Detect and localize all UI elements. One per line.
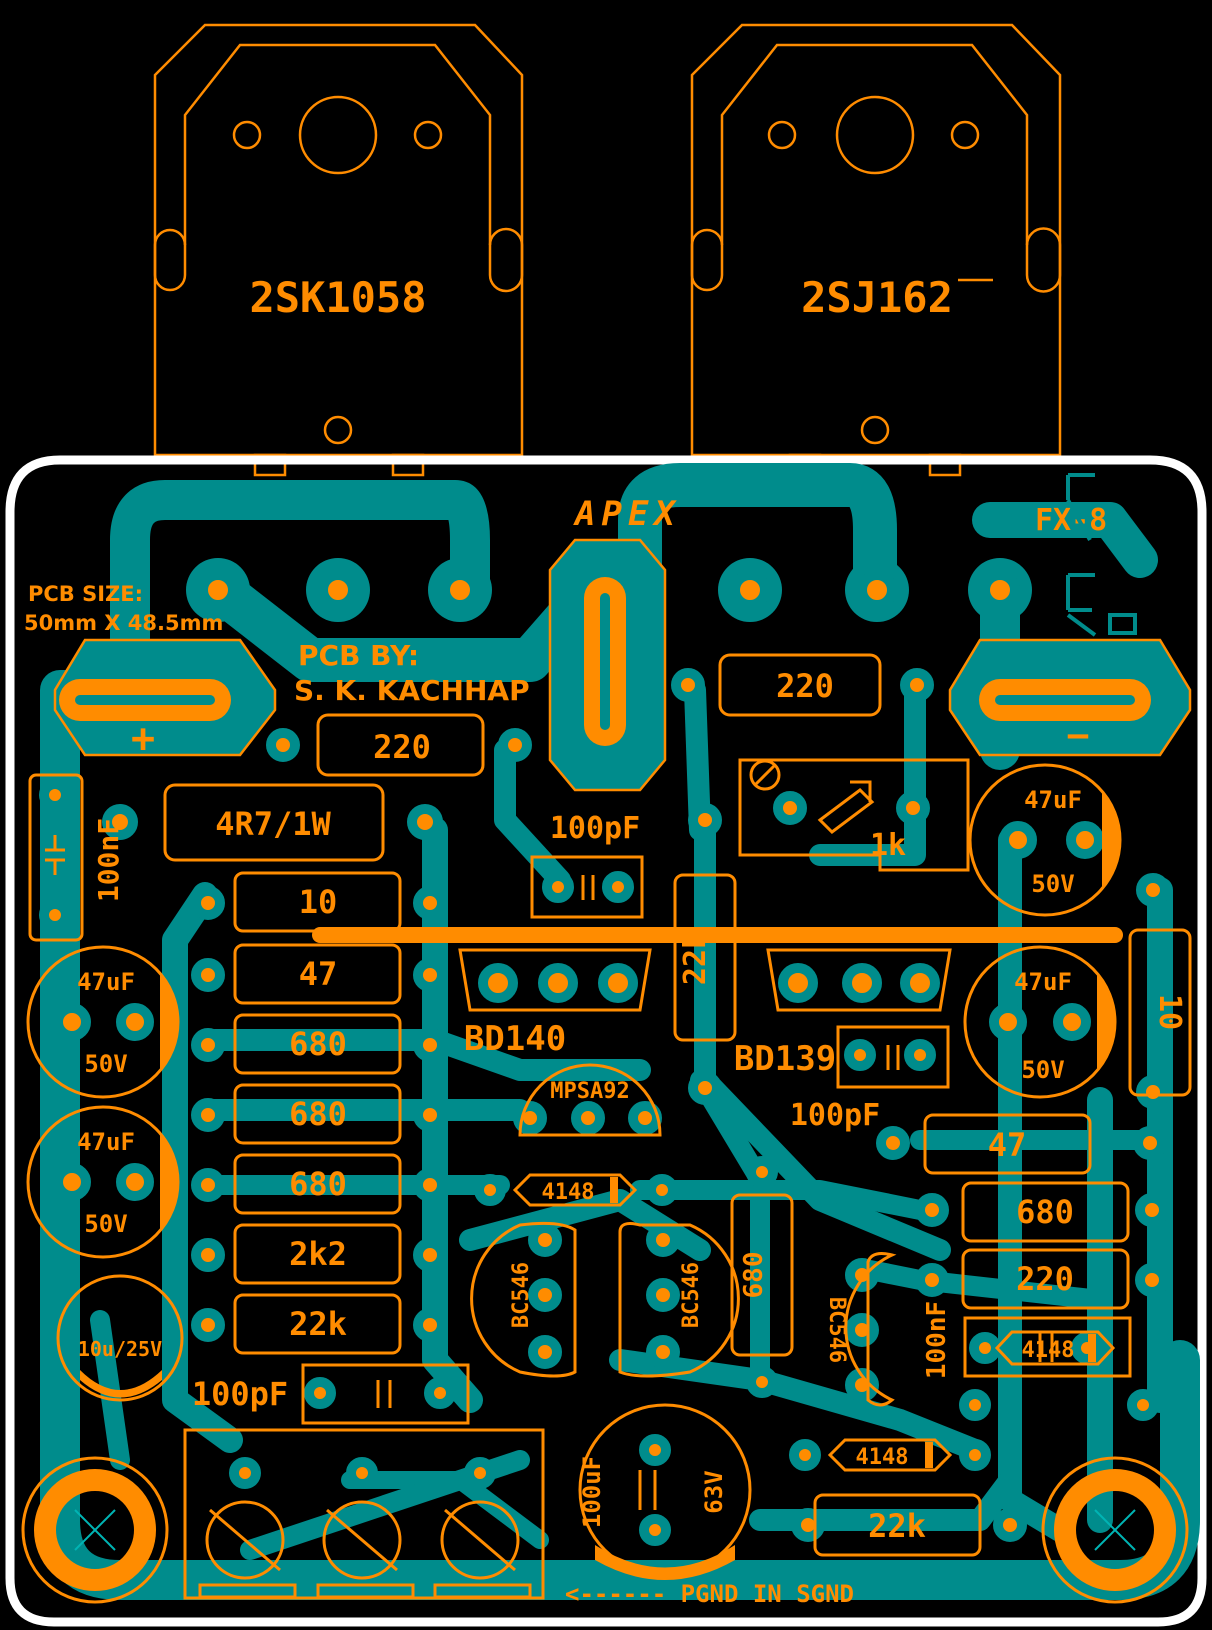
d1-label: 4148 (542, 1180, 595, 1205)
r-col-3: 680 (289, 1095, 347, 1133)
c10u-label: 10u/25V (78, 1337, 162, 1361)
r-right-0: 47 (988, 1126, 1027, 1164)
c100nf-right: 100nF (922, 1301, 952, 1379)
brand-code-mirror (1066, 473, 1137, 637)
resistor-bodies (163, 653, 1192, 1557)
mounting-hole-left (21, 1456, 169, 1604)
elec4-voltage: 50V (1021, 1056, 1064, 1084)
terminal-minus-label: — (1068, 715, 1089, 755)
r-right-1: 680 (1016, 1193, 1074, 1231)
big-cap-voltage: 63V (700, 1470, 728, 1513)
elec1-value: 47uF (77, 968, 135, 996)
bd140-label: BD140 (464, 1019, 566, 1059)
r680-vertical: 680 (739, 1252, 769, 1299)
r10-vertical: 10 (1152, 994, 1187, 1030)
c100nf-left: 100nF (92, 818, 125, 902)
big-cap-value: 100uF (578, 1456, 606, 1528)
c100pf-bottom-left: 100pF (192, 1375, 288, 1413)
trimmer-pot (738, 758, 970, 872)
r-right-2: 220 (1016, 1260, 1074, 1298)
r-col-0: 10 (299, 883, 338, 921)
mpsa92-label: MPSA92 (550, 1079, 629, 1104)
mosfet-right-label: 2SJ162 (801, 273, 953, 322)
input-connector (183, 1428, 545, 1600)
bc546-left-label: BC546 (509, 1262, 534, 1328)
capacitor-outlines (26, 763, 1132, 1577)
c100pf-bd139: 100pF (790, 1098, 880, 1133)
trimmer-label: 1k (870, 828, 906, 863)
bd139-label: BD139 (734, 1039, 836, 1079)
r22k-bottom: 22k (868, 1507, 926, 1545)
elec1-voltage: 50V (84, 1050, 127, 1078)
mosfet-left-label: 2SK1058 (249, 273, 426, 322)
bc546-right-label: BC546 (824, 1297, 849, 1363)
pcb-size-line1: PCB SIZE: (28, 582, 143, 606)
pcb-by-line2: S. K. KACHHAP (294, 674, 530, 707)
connector-label: <------ PGND IN SGND (565, 1580, 854, 1608)
r220-top-left: 220 (373, 728, 431, 766)
terminal-plus-label: + (131, 716, 155, 762)
resistor-pads-left (191, 886, 447, 1272)
diode-bodies (512, 1173, 1116, 1472)
elec4-value: 47uF (1014, 968, 1072, 996)
component-pads (39, 570, 1170, 1546)
mosfet-left (153, 23, 524, 477)
r4r7-label: 4R7/1W (215, 805, 331, 843)
elec2-voltage: 50V (84, 1210, 127, 1238)
brand-logo: APEX (573, 494, 681, 534)
r-col-1: 47 (299, 955, 338, 993)
diode-bands (610, 1177, 1096, 1468)
d2-label: 4148 (1022, 1338, 1075, 1363)
r220-top-right: 220 (776, 667, 834, 705)
bc546-mid-label: BC546 (679, 1262, 704, 1328)
c100pf-top: 100pF (550, 811, 640, 846)
board-outline (5, 455, 1207, 1627)
r-col-4: 680 (289, 1165, 347, 1203)
transistor-outlines (458, 948, 952, 1407)
d3-label: 4148 (856, 1445, 909, 1470)
mounting-hole-right (1041, 1456, 1189, 1604)
r-col-2: 680 (289, 1025, 347, 1063)
r-col-6: 22k (289, 1305, 347, 1343)
pcb-size-line2: 50mm X 48.5mm (24, 611, 223, 635)
cap-polarity-fill (80, 792, 1120, 1580)
elec3-value: 47uF (1024, 786, 1082, 814)
elec2-value: 47uF (77, 1128, 135, 1156)
r22k-center: 22k (678, 931, 713, 985)
elec3-voltage: 50V (1031, 870, 1074, 898)
r-col-5: 2k2 (289, 1235, 347, 1273)
pcb-by-line1: PCB BY: (298, 639, 419, 672)
